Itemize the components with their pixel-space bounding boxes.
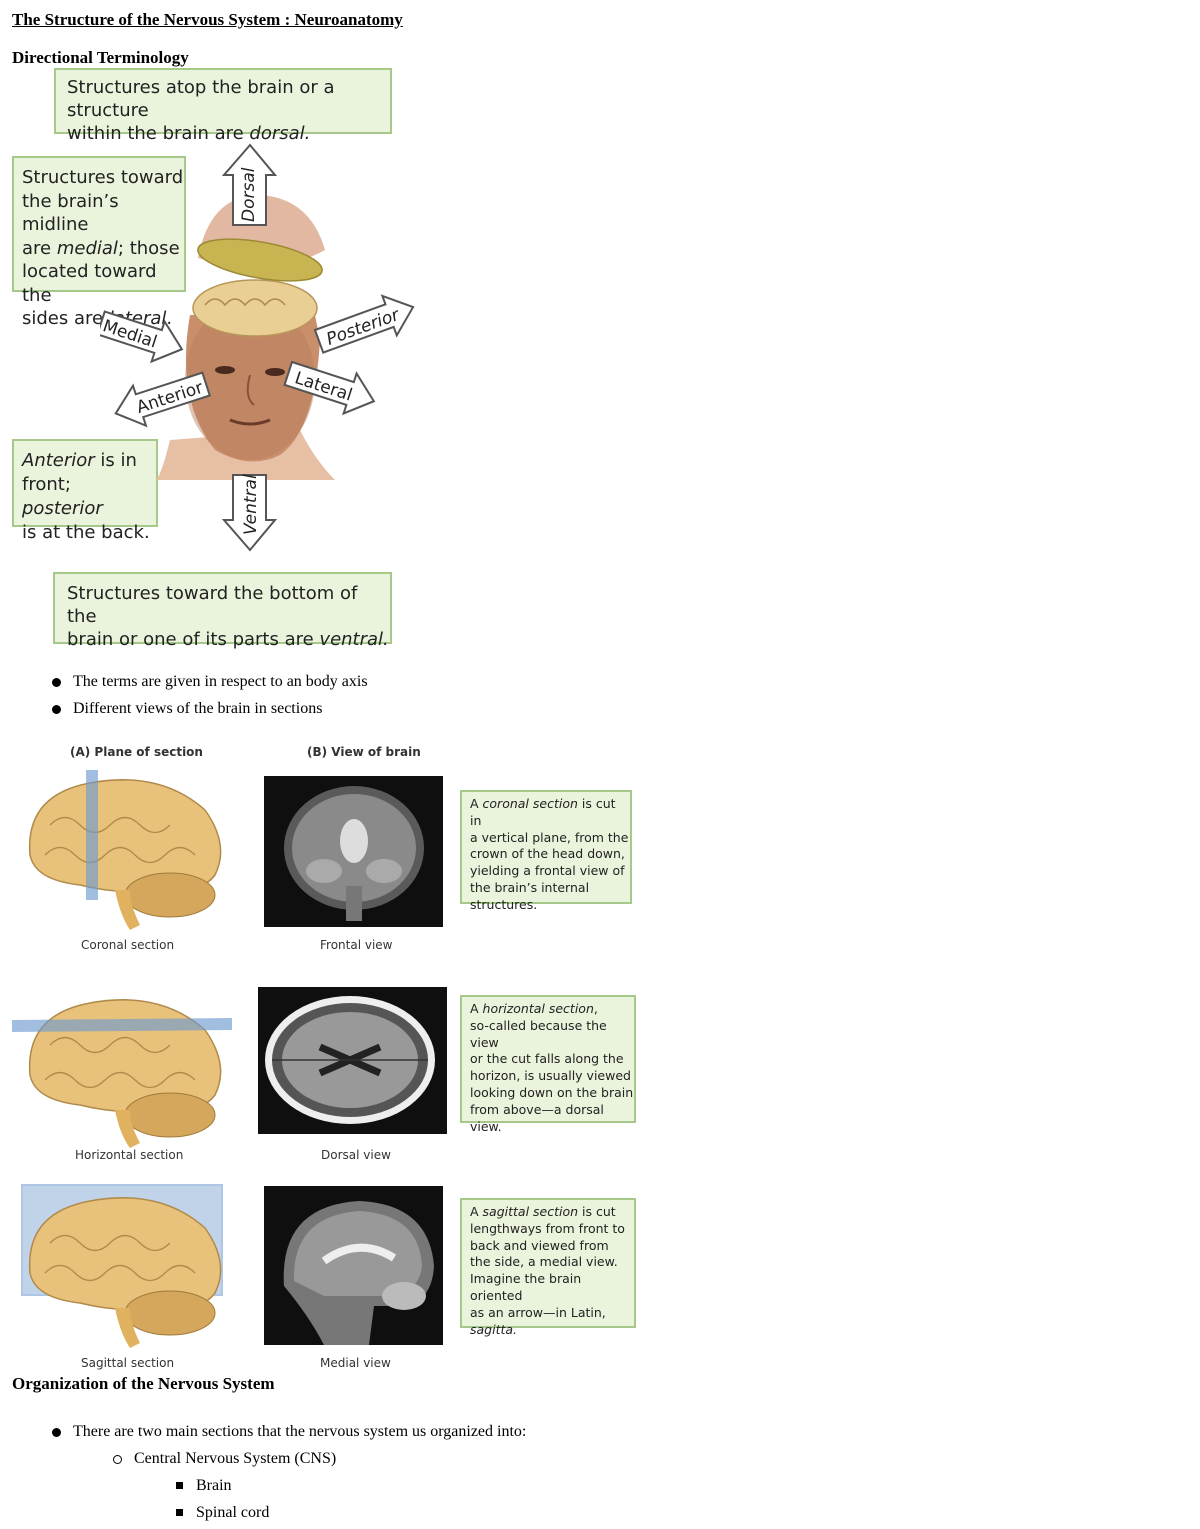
sub-sub-bullet-brain: Brain xyxy=(196,1477,232,1494)
bullet-brain-views: Different views of the brain in sections xyxy=(73,700,323,717)
ventral-definition-box: Structures toward the bottom of the brai… xyxy=(53,572,392,650)
medial-view-mri-image xyxy=(264,1186,443,1345)
coronal-section-brain-image xyxy=(28,770,222,930)
bullet-body-axis: The terms are given in respect to an bod… xyxy=(73,673,368,690)
column-a-header: (A) Plane of section xyxy=(70,745,203,759)
dorsal-definition-box: Structures atop the brain or a structure… xyxy=(54,68,392,144)
medial-arrow-icon xyxy=(100,310,184,364)
medial-lateral-definition-box: Structures toward the brain’s midline ar… xyxy=(12,156,186,329)
horizontal-description-box: A horizontal section, so-called because … xyxy=(460,995,636,1134)
horizontal-section-brain-image xyxy=(12,999,232,1148)
section-heading-organization: Organization of the Nervous System xyxy=(12,1374,275,1393)
dorsal-arrow-label: Dorsal xyxy=(239,167,259,222)
sub-sub-bullet-spinal-cord: Spinal cord xyxy=(196,1504,270,1521)
dorsal-arrow-icon xyxy=(221,143,278,226)
bullet-dot-icon xyxy=(52,678,61,687)
coronal-section-caption: Coronal section xyxy=(81,938,175,952)
posterior-arrow-icon xyxy=(313,294,415,354)
horizontal-section-caption: Horizontal section xyxy=(75,1148,184,1162)
sagittal-description-box: A sagittal section is cut lengthways fro… xyxy=(460,1198,636,1337)
ventral-arrow-label: Ventral xyxy=(241,474,261,535)
sub-sub-bullet-square-icon xyxy=(176,1509,183,1516)
frontal-view-caption: Frontal view xyxy=(320,938,393,952)
bullet-two-sections: There are two main sections that the ner… xyxy=(73,1423,527,1440)
coronal-description-box: A coronal section is cut in a vertical p… xyxy=(460,790,632,912)
sagittal-section-brain-image xyxy=(21,1184,223,1348)
lateral-arrow-icon xyxy=(283,360,376,416)
head-orientation-illustration: Dorsal Ventral Medial Anterior Posterior… xyxy=(100,143,415,552)
ventral-arrow-icon xyxy=(221,474,278,552)
anterior-arrow-icon xyxy=(114,371,212,428)
medial-view-caption: Medial view xyxy=(320,1356,391,1370)
anterior-posterior-definition-box: Anterior is in front; posterior is at th… xyxy=(12,439,158,543)
column-b-header: (B) View of brain xyxy=(307,745,421,759)
frontal-view-mri-image xyxy=(264,776,443,927)
section-heading-directional: Directional Terminology xyxy=(12,48,189,67)
dorsal-view-caption: Dorsal view xyxy=(321,1148,391,1162)
page-title: The Structure of the Nervous System : Ne… xyxy=(12,10,403,29)
bullet-dot-icon xyxy=(52,1428,61,1437)
sub-bullet-cns: Central Nervous System (CNS) xyxy=(134,1450,337,1467)
sub-bullet-circle-icon xyxy=(113,1455,122,1464)
sagittal-section-caption: Sagittal section xyxy=(81,1356,175,1370)
bullet-dot-icon xyxy=(52,705,61,714)
dorsal-view-mri-image xyxy=(258,987,447,1134)
sub-sub-bullet-square-icon xyxy=(176,1482,183,1489)
